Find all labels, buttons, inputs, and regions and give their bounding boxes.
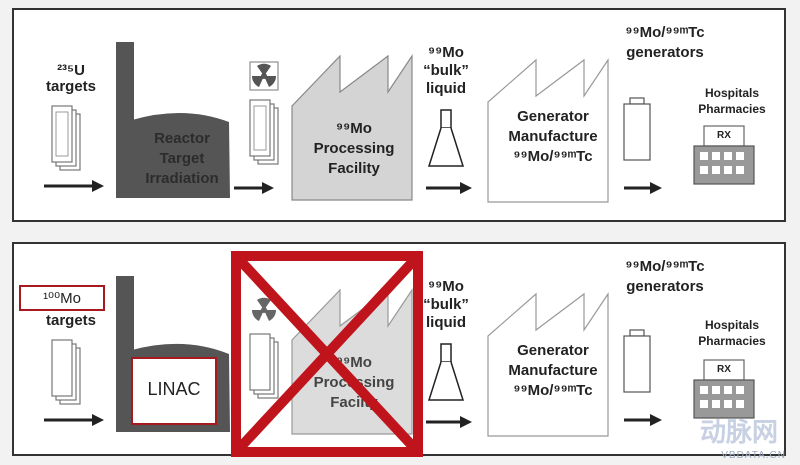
- bottom-generator-isotope: ⁹⁹Mo/⁹⁹ᵐTc: [513, 382, 593, 399]
- bottom-generators-word: generators: [626, 278, 704, 295]
- bottom-hospitals-label: Hospitals: [704, 318, 759, 332]
- bottom-target-isotope-label: ¹⁰⁰Mo: [43, 290, 81, 307]
- conventional-reactor-supply-chain-panel: ²³⁵U targets Reactor Target Irradiation …: [12, 8, 786, 222]
- top-pharmacies-label: Pharmacies: [698, 102, 766, 116]
- bottom-flow-arrow-1: [44, 414, 104, 426]
- top-bulk-isotope: ⁹⁹Mo: [428, 44, 464, 61]
- top-generators-word: generators: [626, 44, 704, 61]
- bottom-target-document-stack-icon: [51, 339, 81, 405]
- watermark-url: VBDATA.CN: [721, 450, 786, 461]
- bottom-radioactive-document-stack-icon: [249, 333, 279, 399]
- bottom-bulk-line-2: liquid: [426, 314, 466, 331]
- flow-arrow-1: [44, 180, 104, 192]
- flow-arrow-2: [234, 182, 274, 194]
- generator-manufacture-factory-icon: [487, 58, 609, 203]
- bottom-generator-canister-icon: [623, 329, 651, 393]
- reactor-label-line-3: Irradiation: [145, 170, 219, 187]
- bottom-generator-line-1: Generator: [517, 342, 589, 359]
- reactor-label-line-1: Reactor: [154, 130, 210, 147]
- mo100-label-box: [19, 285, 105, 311]
- bottom-flow-arrow-3: [426, 416, 472, 428]
- target-document-stack-icon: [51, 105, 81, 171]
- bottom-generators-isotope: ⁹⁹Mo/⁹⁹ᵐTc: [625, 258, 705, 275]
- top-diagram-graphics: [44, 42, 755, 203]
- bottom-generator-line-2: Manufacture: [508, 362, 598, 379]
- top-hospitals-label: Hospitals: [704, 86, 759, 100]
- bottom-target-word: targets: [45, 312, 97, 329]
- bottom-diagram-graphics: [19, 276, 755, 437]
- flow-arrow-4: [624, 182, 662, 194]
- eliminated-step-cross-icon: [231, 251, 423, 457]
- top-target-isotope-label: ²³⁵U: [57, 62, 85, 79]
- top-generator-line-1: Generator: [517, 108, 589, 125]
- hospital-building-icon: [693, 125, 755, 185]
- radiation-trefoil-icon: [249, 61, 279, 91]
- top-bulk-line-2: liquid: [426, 80, 466, 97]
- top-rx-sign: RX: [717, 130, 731, 141]
- reactor-icon: [116, 42, 230, 198]
- top-processing-isotope: ⁹⁹Mo: [336, 120, 372, 137]
- linac-supply-chain-panel: ¹⁰⁰Mo targets LINAC ⁹⁹Mo Processing Faci…: [12, 242, 786, 457]
- reactor-label-line-2: Target: [159, 150, 205, 167]
- linac-label: LINAC: [147, 379, 201, 399]
- top-generator-line-2: Manufacture: [508, 128, 598, 145]
- top-processing-line-2: Facility: [328, 160, 380, 177]
- linac-box: [131, 357, 217, 425]
- bottom-radiation-trefoil-icon: [251, 297, 277, 321]
- top-generators-isotope: ⁹⁹Mo/⁹⁹ᵐTc: [625, 24, 705, 41]
- bottom-bulk-line-1: “bulk”: [423, 296, 469, 313]
- top-target-word: targets: [45, 78, 97, 95]
- flow-arrow-3: [426, 182, 472, 194]
- processing-facility-factory-icon: [291, 54, 413, 201]
- bottom-bulk-isotope: ⁹⁹Mo: [428, 278, 464, 295]
- watermark-logo: 动脉网: [699, 417, 778, 447]
- bottom-flow-arrow-4: [624, 414, 662, 426]
- top-bulk-line-1: “bulk”: [423, 62, 469, 79]
- radioactive-document-stack-icon: [249, 99, 279, 165]
- bottom-rx-sign: RX: [717, 364, 731, 375]
- bottom-reactor-icon: [116, 276, 230, 432]
- bottom-bulk-liquid-flask-icon: [427, 343, 465, 401]
- top-generator-isotope: ⁹⁹Mo/⁹⁹ᵐTc: [513, 148, 593, 165]
- generator-canister-icon: [623, 97, 651, 161]
- bulk-liquid-flask-icon: [427, 109, 465, 167]
- bottom-generator-manufacture-factory-icon: [487, 292, 609, 437]
- bottom-pharmacies-label: Pharmacies: [698, 334, 766, 348]
- bottom-hospital-building-icon: [693, 359, 755, 419]
- top-processing-line-1: Processing: [313, 140, 395, 157]
